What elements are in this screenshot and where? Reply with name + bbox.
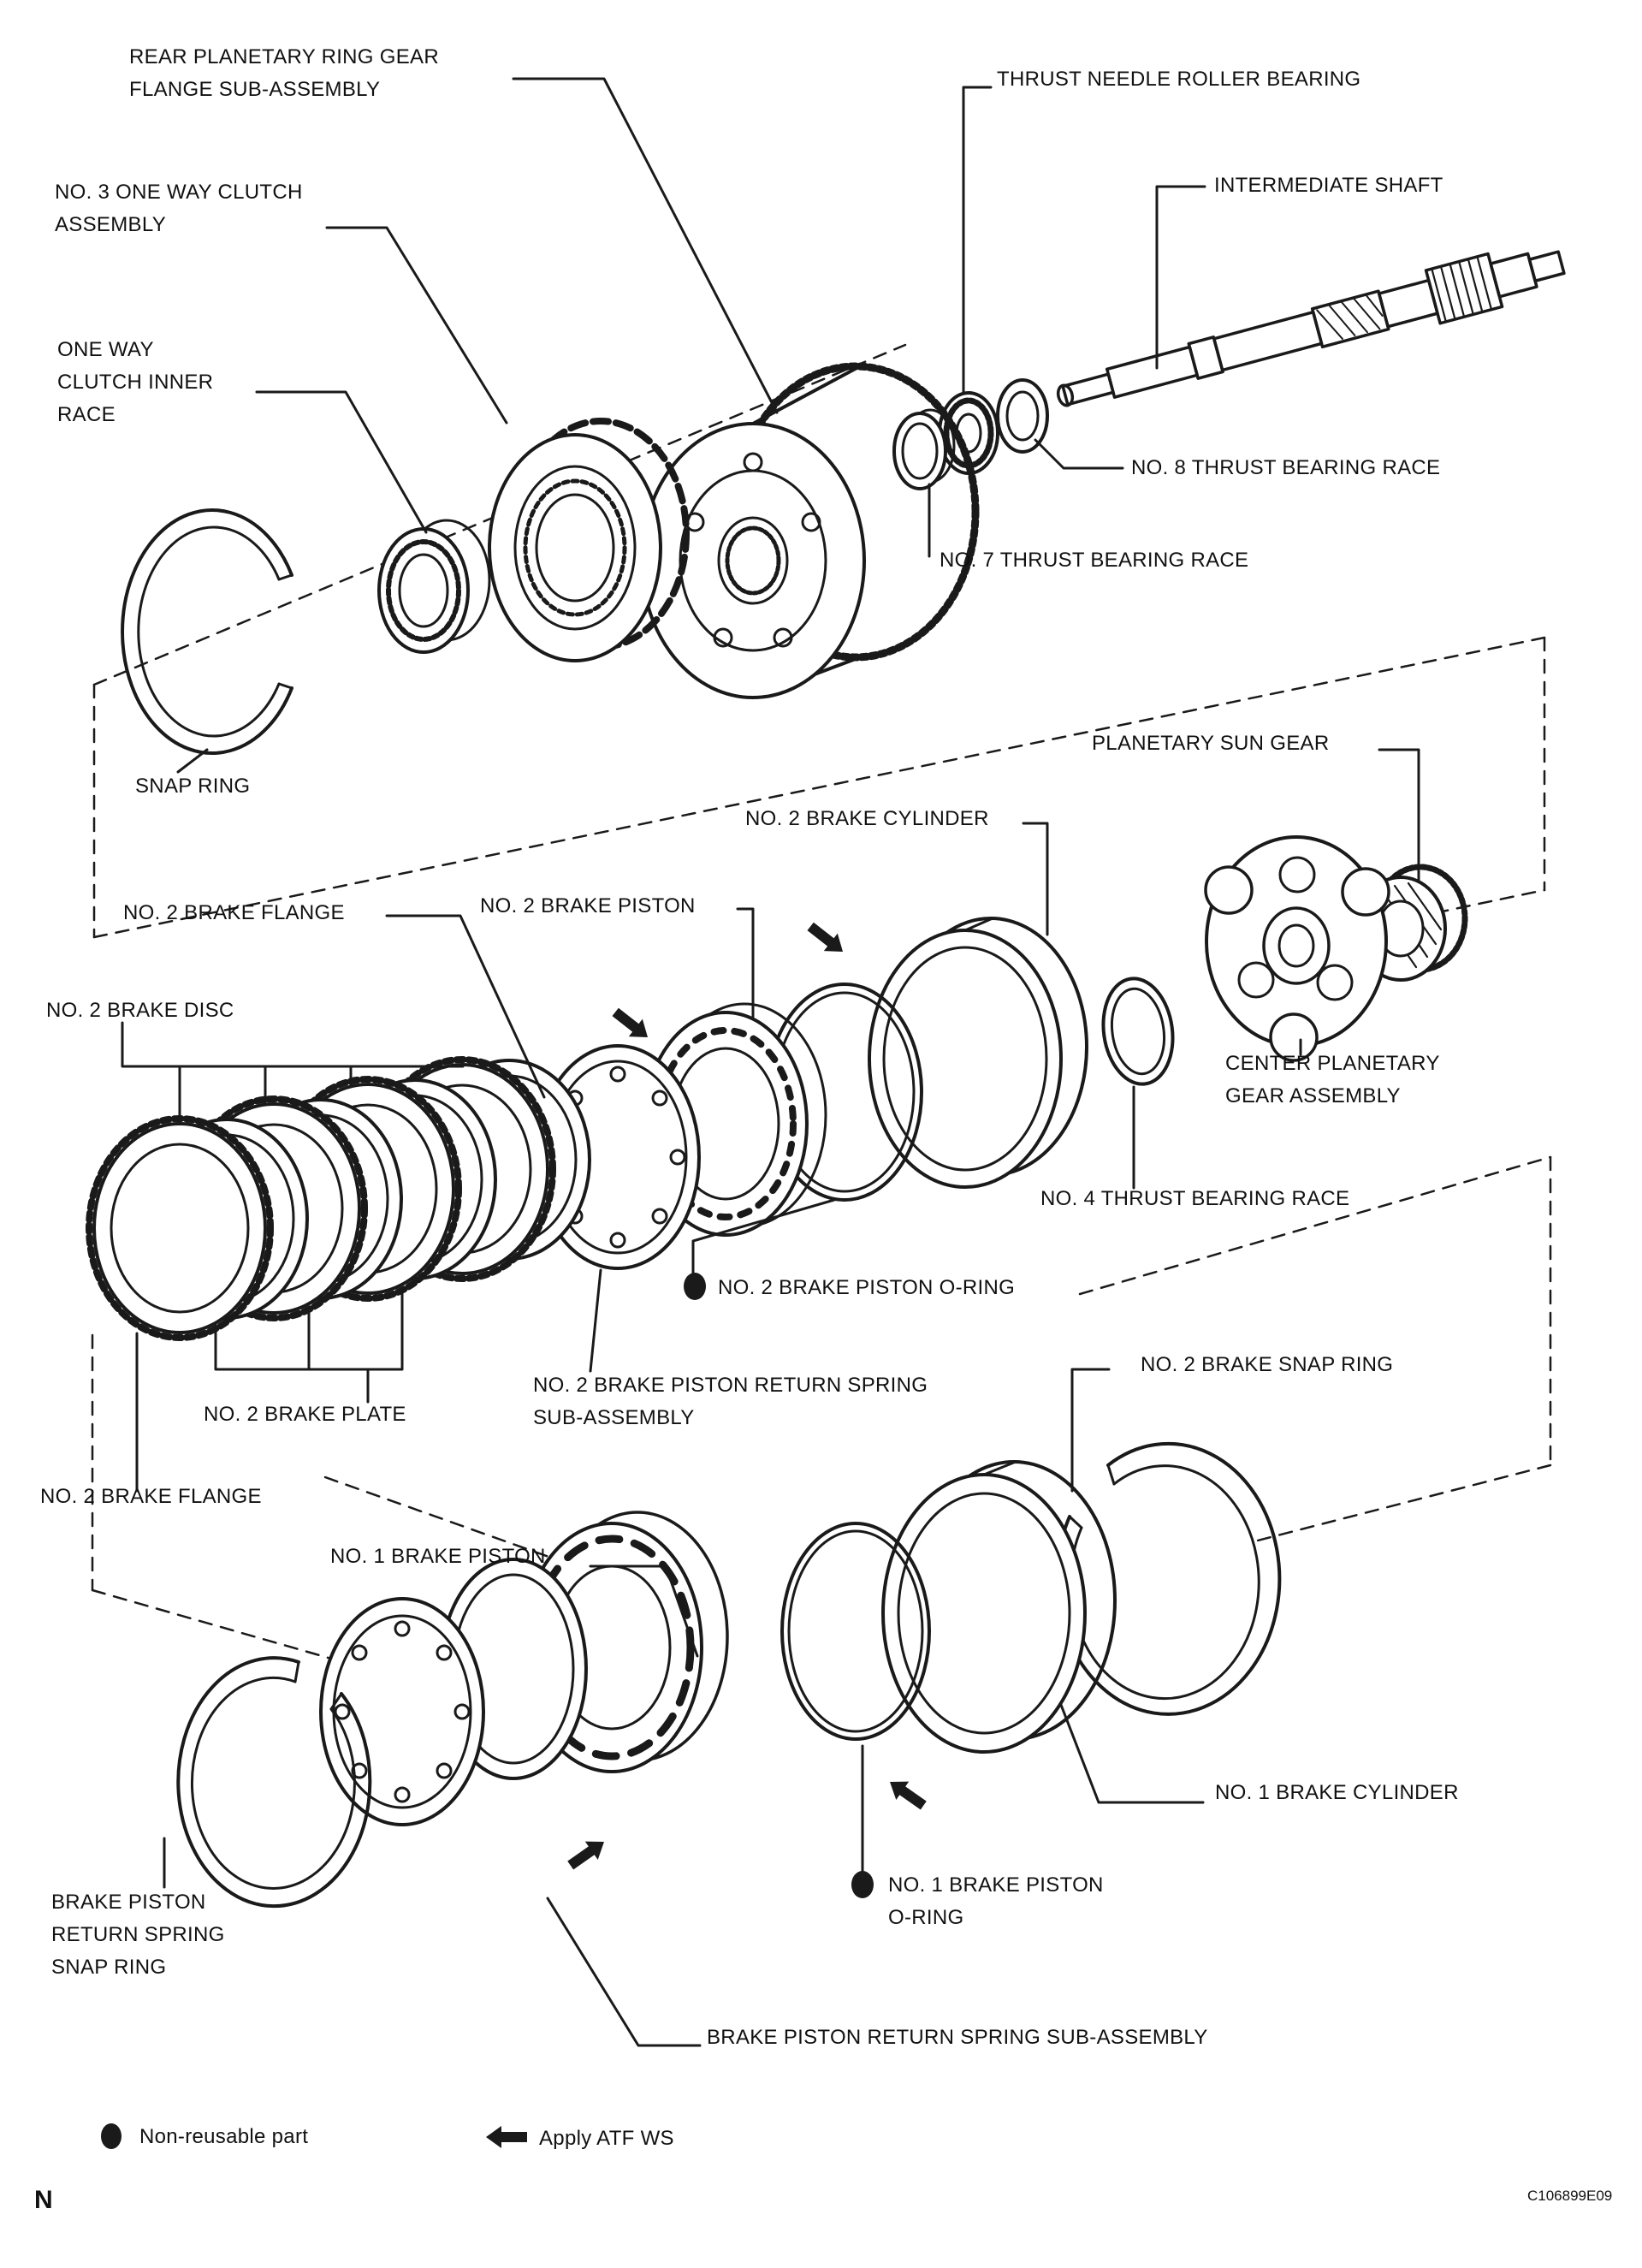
label-no2-brake-snap-ring: NO. 2 BRAKE SNAP RING (1141, 1353, 1394, 1376)
label-brake-piston-return-spring: BRAKE PISTON RETURN SPRING SUB-ASSEMBLY (707, 2026, 1208, 2049)
apply-atf-arrow-icon (486, 2126, 527, 2148)
figure-code: C106899E09 (1527, 2188, 1613, 2204)
legend-non-reusable-label: Non-reusable part (139, 2125, 309, 2148)
no8-thrust-bearing-race-drawing (996, 378, 1049, 454)
no2-brake-snap-ring-drawing (1055, 1441, 1282, 1716)
label-no2-brake-plate: NO. 2 BRAKE PLATE (204, 1403, 406, 1426)
label-no4-thrust-bearing-race: NO. 4 THRUST BEARING RACE (1040, 1187, 1350, 1210)
label-intermediate-shaft: INTERMEDIATE SHAFT (1214, 174, 1443, 197)
non-reusable-icon (101, 2123, 122, 2149)
no7-thrust-bearing-race-drawing (892, 408, 956, 490)
legend-apply-atf-label: Apply ATF WS (539, 2127, 674, 2150)
label-no2-brake-disc: NO. 2 BRAKE DISC (46, 999, 234, 1022)
label-no3-one-way-clutch: NO. 3 ONE WAY CLUTCH ASSEMBLY (55, 181, 303, 236)
label-no7-thrust-bearing-race: NO. 7 THRUST BEARING RACE (940, 549, 1249, 572)
label-no8-thrust-bearing-race: NO. 8 THRUST BEARING RACE (1131, 456, 1441, 479)
label-no2-brake-piston: NO. 2 BRAKE PISTON (480, 894, 696, 917)
label-no1-brake-cylinder: NO. 1 BRAKE CYLINDER (1215, 1781, 1459, 1804)
apply-atf-arrow-icon (890, 1781, 927, 1810)
non-reusable-icon (851, 1871, 874, 1898)
label-no2-brake-flange-upper: NO. 2 BRAKE FLANGE (123, 901, 345, 924)
snap-ring-drawing (121, 508, 293, 755)
label-planetary-sun-gear: PLANETARY SUN GEAR (1092, 732, 1330, 755)
brake-piston-return-spring-drawing (319, 1597, 485, 1826)
brake-piston-snap-ring-drawing (176, 1656, 372, 1909)
no1-brake-cylinder-drawing (881, 1460, 1117, 1754)
label-center-planetary-gear: CENTER PLANETARY GEAR ASSEMBLY (1225, 1052, 1440, 1107)
apply-atf-arrow-icon (612, 1007, 648, 1037)
label-rear-planetary-ring-gear-flange: REAR PLANETARY RING GEAR FLANGE SUB-ASSE… (129, 45, 439, 101)
label-no2-brake-flange-lower: NO. 2 BRAKE FLANGE (40, 1485, 262, 1508)
center-planetary-carrier-drawing (1204, 835, 1390, 1062)
no2-brake-disc-stack-drawing (86, 1056, 591, 1341)
page-marker: N (34, 2186, 53, 2214)
no4-thrust-bearing-race-drawing (1101, 977, 1175, 1086)
apply-atf-arrow-icon (807, 922, 843, 952)
rear-ring-gear-flange-drawing (640, 362, 980, 699)
label-one-way-clutch-inner-race: ONE WAY CLUTCH INNER RACE (57, 338, 214, 426)
label-snap-ring: SNAP RING (135, 775, 251, 798)
label-no1-brake-piston-oring: NO. 1 BRAKE PISTON O-RING (888, 1873, 1104, 1929)
no1-brake-piston-oring-drawing (780, 1522, 931, 1741)
no3-one-way-clutch-drawing (488, 418, 690, 662)
label-no1-brake-piston: NO. 1 BRAKE PISTON (330, 1545, 546, 1568)
non-reusable-icon (684, 1273, 706, 1300)
label-no2-brake-cylinder: NO. 2 BRAKE CYLINDER (745, 807, 989, 830)
label-no2-return-spring: NO. 2 BRAKE PISTON RETURN SPRING SUB-ASS… (533, 1374, 928, 1429)
intermediate-shaft-drawing (1056, 250, 1566, 407)
label-no2-brake-piston-oring: NO. 2 BRAKE PISTON O-RING (718, 1276, 1016, 1299)
label-brake-piston-snap-ring: BRAKE PISTON RETURN SPRING SNAP RING (51, 1891, 225, 1979)
leader-lines (121, 77, 1420, 2047)
one-way-clutch-inner-race-drawing (377, 519, 491, 654)
apply-atf-arrow-icon (567, 1841, 604, 1870)
label-thrust-needle-roller-bearing: THRUST NEEDLE ROLLER BEARING (997, 68, 1361, 91)
